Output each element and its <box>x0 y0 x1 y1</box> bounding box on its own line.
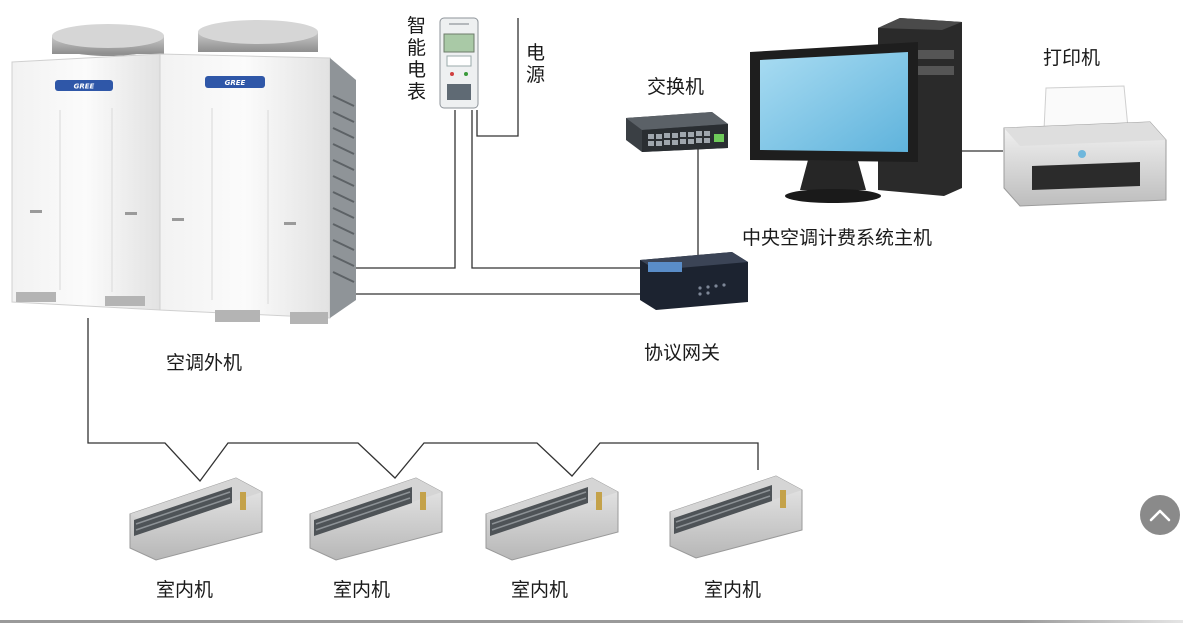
host-computer <box>750 18 962 203</box>
bottom-divider <box>0 620 1183 623</box>
indoor-unit <box>669 475 803 559</box>
printer-label: 打印机 <box>1043 47 1101 69</box>
brand-badge <box>55 80 113 91</box>
printer <box>1003 85 1167 207</box>
brand-badge <box>205 76 265 88</box>
power-to-meter-line <box>476 18 519 137</box>
monitor-screen <box>760 52 908 152</box>
indoor-unit <box>309 477 443 561</box>
gateway-label: 协议网关 <box>644 342 721 364</box>
outdoor-unit-label: 空调外机 <box>166 352 243 374</box>
host-label: 中央空调计费系统主机 <box>742 227 933 249</box>
outdoor-to-indoor-bus <box>87 318 759 483</box>
meter-to-outdoor-line <box>355 110 456 269</box>
smart-meter-label: 智能电表 <box>407 15 427 103</box>
indoor-unit <box>485 477 619 561</box>
smart-meter <box>439 17 479 109</box>
indoor-unit <box>129 477 263 561</box>
connection-lines <box>87 18 1003 483</box>
indoor-unit-label: 室内机 <box>511 579 569 601</box>
indoor-unit-label: 室内机 <box>333 579 391 601</box>
scroll-top-button[interactable] <box>1140 495 1180 535</box>
brand-text: GREE <box>74 83 95 91</box>
network-switch <box>626 112 728 152</box>
indoor-unit-label: 室内机 <box>704 579 762 601</box>
power-supply-label: 电源 <box>526 42 546 86</box>
brand-text: GREE <box>225 79 246 87</box>
meter-to-gateway-line <box>471 110 640 269</box>
switch-label: 交换机 <box>647 76 705 98</box>
indoor-unit-label: 室内机 <box>156 579 214 601</box>
outdoor-unit: GREE GREE <box>11 20 356 324</box>
protocol-gateway <box>640 252 748 310</box>
chevron-up-icon <box>1149 509 1171 522</box>
